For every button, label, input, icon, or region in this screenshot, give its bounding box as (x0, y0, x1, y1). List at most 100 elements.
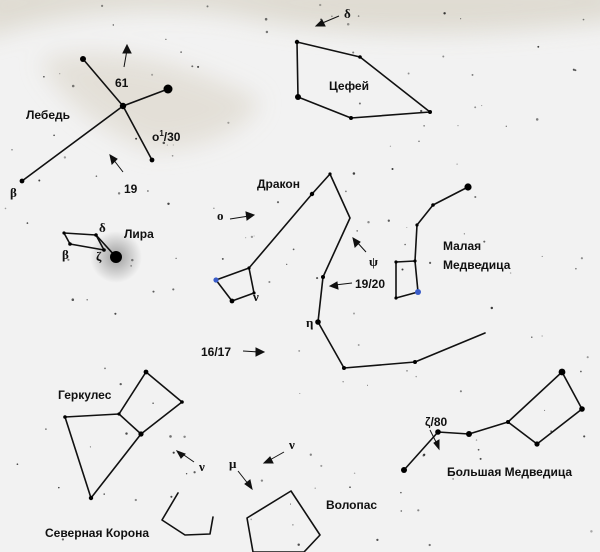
background-stars (4, 3, 593, 547)
background-star (356, 230, 359, 232)
background-star (400, 510, 403, 512)
label-ursa-minor-1: Малая (443, 239, 482, 253)
background-star (151, 73, 154, 76)
background-star (276, 201, 280, 204)
background-star (483, 240, 486, 243)
star-her-3 (138, 431, 144, 437)
label-dra-psi: ψ (369, 254, 378, 269)
arrow-uma-zeta (429, 429, 440, 451)
background-star (89, 446, 91, 448)
star-dra-epsilon (328, 172, 332, 176)
label-lyra: Лира (124, 227, 154, 241)
background-star (586, 356, 589, 359)
background-star (418, 140, 420, 143)
label-ursa-major: Большая Медведица (447, 465, 573, 479)
star-sadr (119, 102, 127, 110)
background-star (180, 51, 182, 53)
background-star (117, 192, 121, 195)
background-star (170, 495, 173, 498)
background-star (479, 457, 482, 460)
background-star (537, 45, 540, 48)
star-kochab (415, 289, 421, 295)
background-star (580, 257, 584, 260)
star-uma-merak (579, 406, 585, 412)
background-star (367, 220, 370, 224)
background-star (206, 5, 209, 8)
background-star (292, 524, 294, 526)
background-star (172, 451, 175, 454)
arrow-cep-delta (314, 15, 340, 27)
label-cyg-omicron: o1/30 (152, 129, 181, 144)
background-star (531, 336, 533, 338)
background-star (423, 453, 426, 456)
background-star (376, 538, 379, 542)
background-star (67, 258, 70, 261)
background-star (265, 30, 269, 34)
star-uma-phecda (534, 441, 540, 447)
star-cep-zeta (349, 116, 353, 120)
background-star (45, 428, 47, 430)
star-cyg-61 (80, 56, 86, 62)
label-cyg-19: 19 (124, 182, 138, 196)
background-star (26, 222, 29, 224)
background-star (400, 491, 402, 494)
background-star (43, 75, 45, 78)
label-uma-zeta-80: ζ/80 (425, 415, 448, 429)
background-star (221, 257, 224, 260)
background-star (292, 248, 295, 251)
background-star (185, 473, 188, 475)
background-star (349, 486, 351, 489)
star-deneb (163, 84, 173, 94)
background-star (134, 498, 137, 502)
background-star (53, 134, 55, 137)
star-dra-theta (342, 366, 346, 370)
background-star (346, 23, 350, 26)
label-cyg-omicron-letter: o (152, 130, 160, 144)
bootes-lines (246, 490, 321, 552)
star-lyr-zeta (102, 248, 106, 252)
background-star (169, 435, 172, 438)
milky-way (0, 0, 600, 150)
background-star (342, 381, 344, 383)
background-star (456, 163, 458, 165)
background-star (391, 167, 394, 171)
arrow-her-nu (175, 450, 195, 463)
background-star (429, 261, 432, 264)
background-star (423, 125, 425, 127)
star-uma-mizar (435, 429, 441, 435)
background-star (474, 195, 477, 199)
background-star (509, 272, 512, 274)
label-bootes: Волопас (326, 498, 378, 512)
background-star (387, 219, 390, 222)
ursa-major-lines (403, 371, 583, 471)
background-star (104, 367, 106, 370)
background-star (71, 298, 75, 301)
background-star (481, 266, 483, 269)
star-cep-alderamin (295, 94, 301, 100)
background-star (357, 344, 360, 346)
background-star (366, 384, 369, 386)
background-star (119, 382, 122, 386)
background-star (320, 464, 323, 467)
background-star (191, 65, 194, 68)
star-dra-zeta (321, 275, 325, 279)
star-uma-megrez (506, 420, 510, 424)
label-dra-16-17: 16/17 (201, 345, 232, 359)
star-lyr-delta (94, 233, 98, 237)
arrow-cyg-61 (122, 43, 132, 68)
star-cyg-omicron (149, 157, 155, 163)
label-dra-19-20: 19/20 (355, 277, 386, 291)
background-star (147, 190, 149, 192)
label-cyg-omicron-sup: 1 (159, 129, 164, 138)
background-star (580, 370, 582, 373)
label-cyg-61: 61 (115, 76, 129, 90)
background-star (406, 370, 408, 372)
arrow-boo-mu (237, 470, 253, 491)
arrow-dra-psi (352, 237, 367, 253)
background-star (460, 18, 462, 20)
background-star (4, 207, 7, 210)
star-lyr-beta (68, 242, 72, 246)
background-star (299, 392, 301, 395)
label-cyg-omicron-num: /30 (163, 130, 181, 144)
background-star (407, 72, 410, 75)
